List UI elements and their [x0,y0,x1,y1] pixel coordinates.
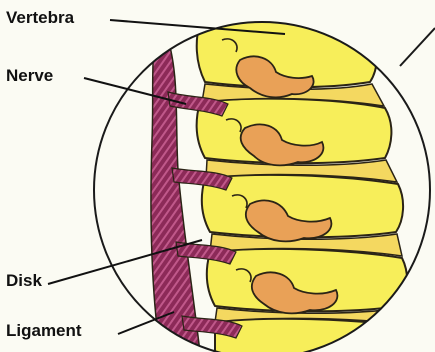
vertebra-label: Vertebra [6,9,74,26]
magnifier-pointer [400,28,435,66]
ligament-label: Ligament [6,322,82,339]
disk-label: Disk [6,272,42,289]
vertebra-body [215,319,405,352]
nerve-label: Nerve [6,67,53,84]
